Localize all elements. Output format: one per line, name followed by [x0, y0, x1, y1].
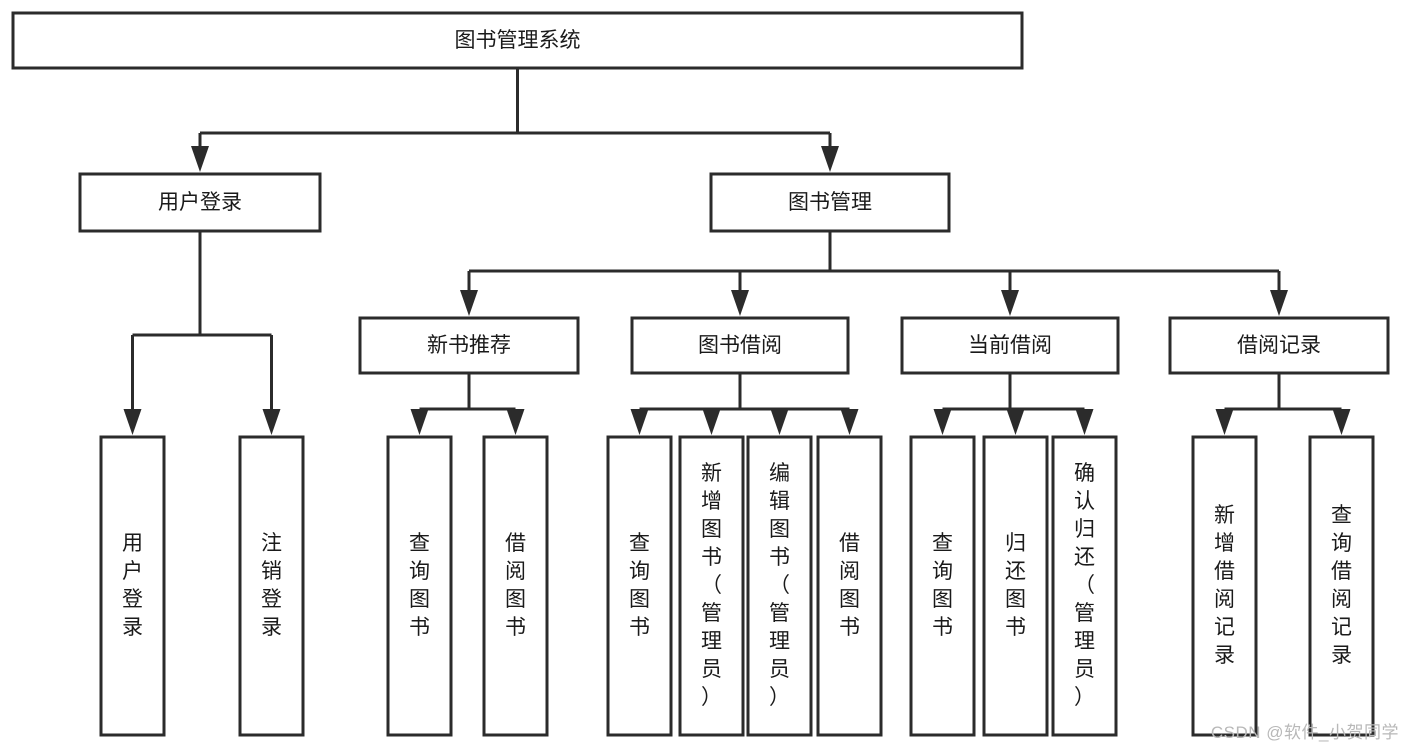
node-label-borrow-edit-book: 编辑图书（管理员） [769, 462, 790, 709]
nodes-layer: 图书管理系统用户登录图书管理用户登录注销登录新书推荐查询图书借阅图书图书借阅查询… [11, 11, 1390, 737]
node-label-records-query: 查询借阅记录 [1331, 504, 1352, 667]
node-borrow-borrow-book[interactable]: 借阅图书 [816, 435, 883, 737]
node-box-records-add [1191, 435, 1258, 737]
node-box-borrow-edit-book [746, 435, 813, 737]
node-records-query[interactable]: 查询借阅记录 [1308, 435, 1375, 737]
node-box-book-borrow [630, 316, 850, 375]
node-box-records-query [1308, 435, 1375, 737]
node-book-management[interactable]: 图书管理 [709, 172, 951, 233]
node-label-user-logout-leaf: 注销登录 [261, 532, 282, 639]
node-box-book-management [709, 172, 951, 233]
node-label-borrow-borrow-book: 借阅图书 [839, 532, 860, 639]
node-box-recommend-query-book [386, 435, 453, 737]
node-label-book-management: 图书管理 [788, 191, 872, 214]
node-label-current-query-book: 查询图书 [932, 532, 953, 639]
node-current-query-book[interactable]: 查询图书 [909, 435, 976, 737]
node-borrow-add-book[interactable]: 新增图书（管理员） [678, 435, 745, 737]
node-box-current-return-book [982, 435, 1049, 737]
connectors-layer [123, 68, 1351, 435]
node-recommend-query-book[interactable]: 查询图书 [386, 435, 453, 737]
node-box-user-login-leaf [99, 435, 166, 737]
node-label-user-login: 用户登录 [158, 191, 242, 214]
node-label-root: 图书管理系统 [455, 29, 581, 52]
node-label-recommend-borrow-book: 借阅图书 [505, 532, 526, 639]
node-recommend-borrow-book[interactable]: 借阅图书 [482, 435, 549, 737]
node-current-borrow[interactable]: 当前借阅 [900, 316, 1120, 375]
node-box-borrow-borrow-book [816, 435, 883, 737]
node-box-user-login [78, 172, 322, 233]
node-box-borrow-add-book [678, 435, 745, 737]
node-current-return-book[interactable]: 归还图书 [982, 435, 1049, 737]
node-label-borrow-query-book: 查询图书 [629, 532, 650, 639]
node-records-add[interactable]: 新增借阅记录 [1191, 435, 1258, 737]
node-box-current-query-book [909, 435, 976, 737]
node-root[interactable]: 图书管理系统 [11, 11, 1024, 70]
node-box-current-confirm-return [1051, 435, 1118, 737]
node-label-current-borrow: 当前借阅 [968, 334, 1052, 357]
node-label-borrow-records: 借阅记录 [1237, 334, 1321, 357]
node-book-borrow[interactable]: 图书借阅 [630, 316, 850, 375]
node-label-current-confirm-return: 确认归还（管理员） [1074, 462, 1095, 709]
node-label-book-borrow: 图书借阅 [698, 334, 782, 357]
node-label-records-add: 新增借阅记录 [1214, 504, 1235, 667]
node-borrow-query-book[interactable]: 查询图书 [606, 435, 673, 737]
node-box-user-logout-leaf [238, 435, 305, 737]
node-box-borrow-records [1168, 316, 1390, 375]
node-box-borrow-query-book [606, 435, 673, 737]
node-user-login[interactable]: 用户登录 [78, 172, 322, 233]
node-box-root [11, 11, 1024, 70]
node-box-recommend-borrow-book [482, 435, 549, 737]
node-user-logout-leaf[interactable]: 注销登录 [238, 435, 305, 737]
node-label-new-book-recommend: 新书推荐 [427, 334, 511, 357]
node-box-new-book-recommend [358, 316, 580, 375]
node-label-user-login-leaf: 用户登录 [122, 532, 143, 639]
node-current-confirm-return[interactable]: 确认归还（管理员） [1051, 435, 1118, 737]
node-user-login-leaf[interactable]: 用户登录 [99, 435, 166, 737]
node-borrow-records[interactable]: 借阅记录 [1168, 316, 1390, 375]
node-label-recommend-query-book: 查询图书 [409, 532, 430, 639]
node-label-current-return-book: 归还图书 [1005, 532, 1026, 639]
node-new-book-recommend[interactable]: 新书推荐 [358, 316, 580, 375]
node-label-borrow-add-book: 新增图书（管理员） [701, 462, 722, 709]
node-borrow-edit-book[interactable]: 编辑图书（管理员） [746, 435, 813, 737]
node-box-current-borrow [900, 316, 1120, 375]
